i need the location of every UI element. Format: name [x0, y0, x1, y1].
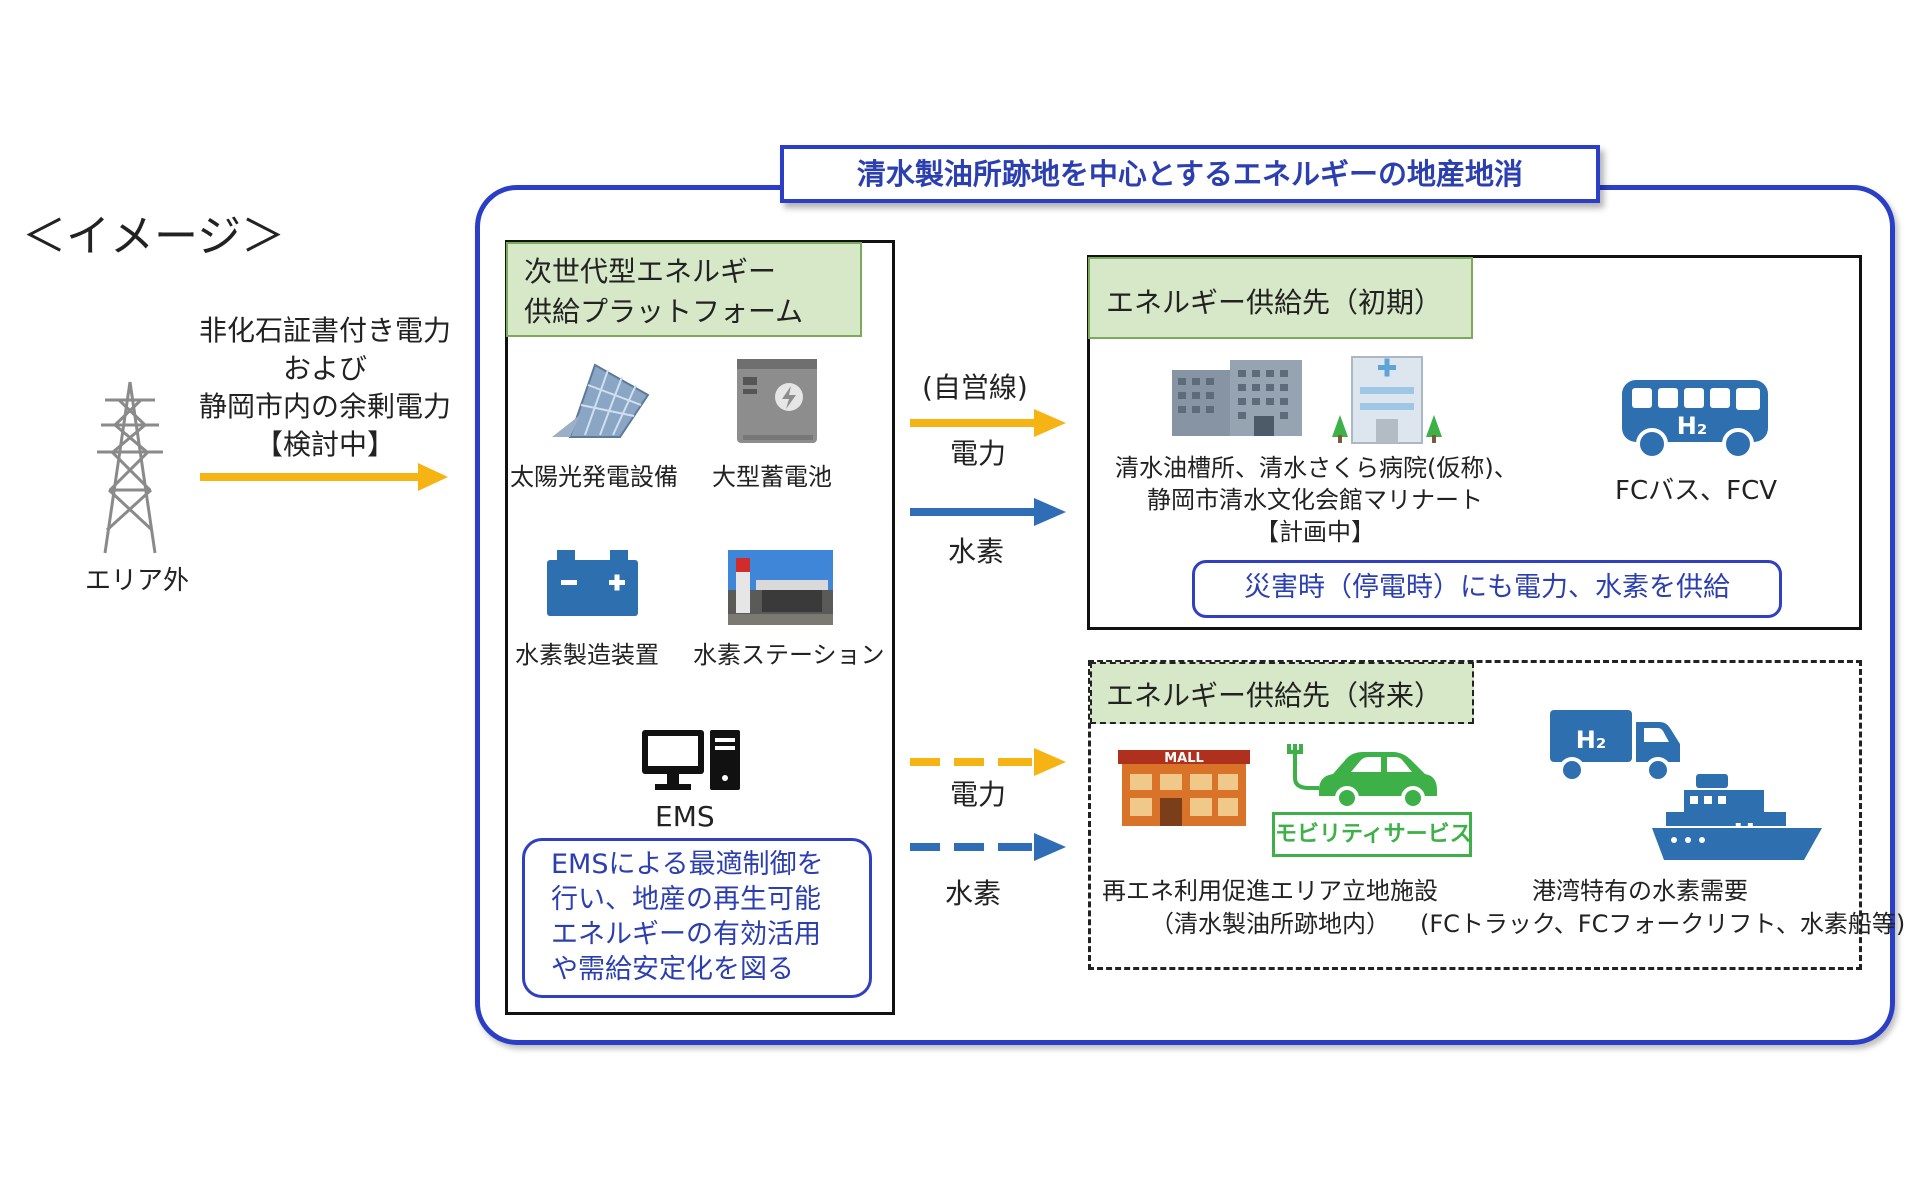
mall-sign: MALL [1164, 751, 1204, 766]
power-label-future: 電力 [950, 778, 1007, 811]
electrolyzer-label: 水素製造装置 [515, 641, 659, 669]
tower-label: エリア外 [85, 566, 190, 596]
renewable-area-text: 再エネ利用促進エリア立地施設 （清水製油所跡地内） [1090, 875, 1450, 941]
facilities-line-1: 清水油槽所、清水さくら病院(仮称)、 [1115, 454, 1518, 482]
battery-label: 大型蓄電池 [712, 463, 832, 491]
hydrogen-label-initial: 水素 [948, 535, 1005, 568]
hydrogen-label-future: 水素 [945, 877, 1002, 910]
renewable-line-1: 再エネ利用促進エリア立地施設 [1102, 877, 1438, 905]
future-title: エネルギー供給先（将来） [1106, 679, 1443, 712]
mobility-service-label: モビリティサービス [1275, 822, 1472, 847]
outside-power-arrow [200, 463, 448, 491]
battery-storage-icon [737, 359, 817, 443]
ems-note-line-2: 行い、地産の再生可能 [551, 884, 821, 915]
ev-car-icon [1287, 744, 1437, 810]
banner-title: 清水製油所跡地を中心とするエネルギーの地産地消 [856, 157, 1524, 191]
platform-title-line-1: 次世代型エネルギー [524, 255, 777, 288]
hydrogen-station-icon [728, 550, 833, 625]
solar-label: 太陽光発電設備 [510, 463, 678, 491]
outside-supply-text: 非化石証書付き電力 および 静岡市内の余剰電力 【検討中】 [180, 312, 470, 464]
solar-panel-icon [552, 363, 650, 438]
supply-line-3: 静岡市内の余剰電力 [198, 390, 451, 423]
station-label: 水素ステーション [693, 641, 885, 669]
hydrogen-ship-icon: H₂ [1652, 774, 1822, 860]
fc-bus-icon: H₂ [1622, 380, 1768, 460]
private-line-label: (自営線) [922, 371, 1028, 404]
buildings-icon [1172, 360, 1302, 436]
disaster-note-text: 災害時（停電時）にも電力、水素を供給 [1244, 572, 1730, 603]
title-banner: 清水製油所跡地を中心とするエネルギーの地産地消 [780, 145, 1600, 203]
power-arrow-initial [910, 409, 1066, 437]
hydrogen-arrow-initial [910, 498, 1066, 526]
ems-note-line-4: や需給安定化を図る [551, 954, 794, 985]
truck-h2-mark: H₂ [1576, 726, 1607, 754]
facilities-line-2: 静岡市清水文化会館マリナート [1147, 486, 1483, 514]
supply-line-2: および [282, 352, 367, 385]
ems-label: EMS [655, 800, 715, 833]
facilities-line-3: 【計画中】 [1255, 518, 1375, 546]
supply-line-4: 【検討中】 [254, 428, 395, 461]
supply-line-1: 非化石証書付き電力 [198, 314, 451, 347]
power-label-initial: 電力 [950, 437, 1007, 470]
platform-title-line-2: 供給プラットフォーム [524, 295, 804, 328]
ems-note: EMSによる最適制御を 行い、地産の再生可能 エネルギーの有効活用 や需給安定化… [522, 838, 872, 998]
renewable-line-2: （清水製油所跡地内） [1150, 910, 1390, 938]
initial-header: エネルギー供給先（初期） [1088, 257, 1473, 339]
port-line-2: (FCトラック、FCフォークリフト、水素船等) [1420, 910, 1906, 938]
platform-box [505, 240, 895, 1015]
platform-header: 次世代型エネルギー 供給プラットフォーム [506, 242, 862, 337]
mall-icon: MALL [1118, 750, 1250, 826]
initial-facilities-text: 清水油槽所、清水さくら病院(仮称)、 静岡市清水文化会館マリナート 【計画中】 [1115, 452, 1518, 548]
bus-h2-mark: H₂ [1677, 412, 1708, 440]
ems-note-line-3: エネルギーの有効活用 [551, 919, 821, 950]
ems-note-line-1: EMSによる最適制御を [551, 849, 824, 880]
port-demand-text: 港湾特有の水素需要 (FCトラック、FCフォークリフト、水素船等) [1420, 875, 1906, 941]
bus-label: FCバス、FCV [1615, 476, 1778, 506]
power-arrow-future [910, 748, 1066, 776]
hydrogen-electrolyzer-icon [547, 550, 638, 616]
port-line-1: 港湾特有の水素需要 [1532, 877, 1748, 905]
transmission-tower-icon [97, 381, 163, 554]
future-header: エネルギー供給先（将来） [1090, 662, 1474, 724]
disaster-note: 災害時（停電時）にも電力、水素を供給 [1192, 560, 1782, 618]
initial-title: エネルギー供給先（初期） [1106, 286, 1443, 319]
image-heading: ＜イメージ＞ [22, 211, 286, 262]
hydrogen-arrow-future [910, 833, 1066, 861]
mobility-service-badge: モビリティサービス [1272, 812, 1472, 857]
ems-computer-icon [642, 730, 740, 790]
hospital-icon [1332, 356, 1442, 444]
fc-truck-icon: H₂ [1550, 710, 1680, 783]
